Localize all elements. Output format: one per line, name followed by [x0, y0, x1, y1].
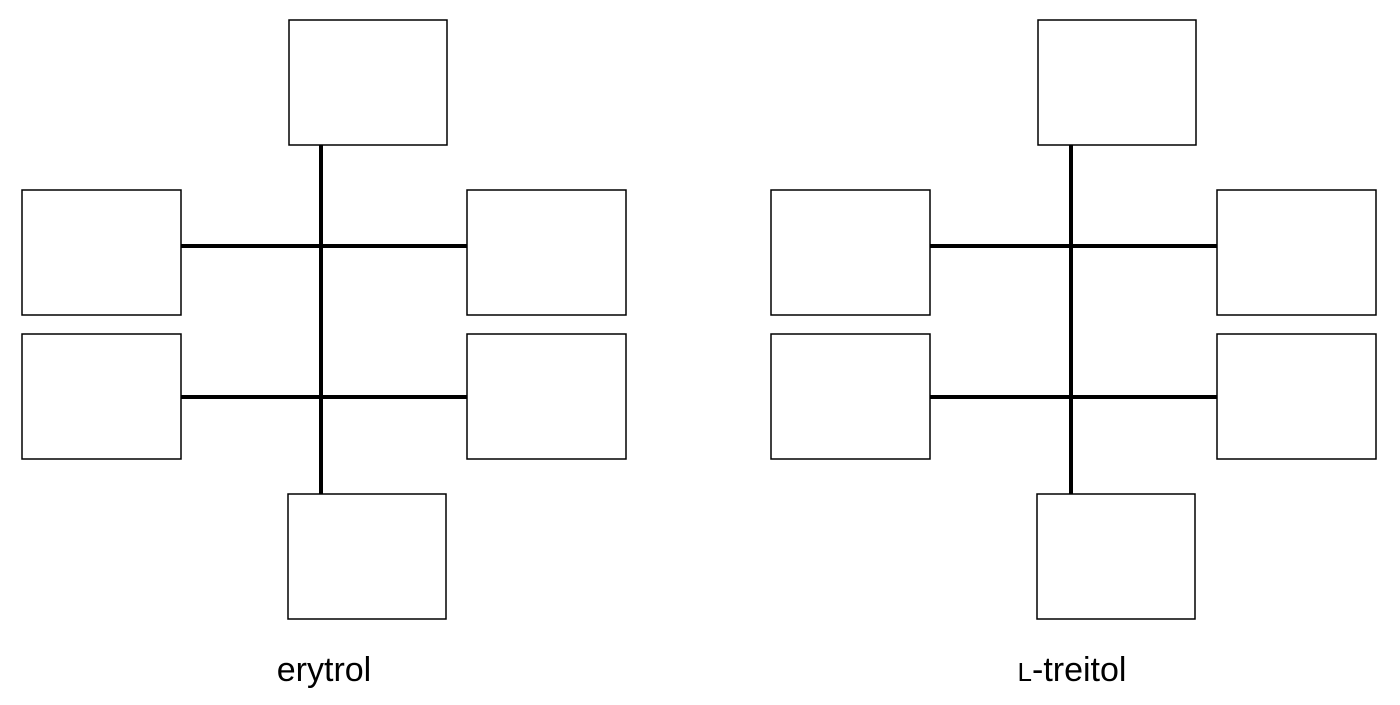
treitol-fischer-projection: [770, 19, 1377, 620]
lower-right-substituent-box[interactable]: [1216, 333, 1377, 460]
top-substituent-box[interactable]: [288, 19, 448, 146]
bottom-substituent-box[interactable]: [287, 493, 447, 620]
treitol-label-rest: -treitol: [1032, 651, 1127, 689]
upper-left-substituent-box[interactable]: [770, 189, 931, 316]
upper-left-substituent-box[interactable]: [21, 189, 182, 316]
upper-right-substituent-box[interactable]: [466, 189, 627, 316]
treitol-label-prefix: L: [1017, 657, 1032, 687]
erytrol-label: erytrol: [276, 651, 372, 689]
bottom-substituent-box[interactable]: [1036, 493, 1196, 620]
lower-right-substituent-box[interactable]: [466, 333, 627, 460]
upper-right-substituent-box[interactable]: [1216, 189, 1377, 316]
top-substituent-box[interactable]: [1037, 19, 1197, 146]
treitol-label: L-treitol: [922, 650, 1222, 692]
lower-left-substituent-box[interactable]: [21, 333, 182, 460]
lower-left-substituent-box[interactable]: [770, 333, 931, 460]
erytrol-fischer-projection: [21, 19, 627, 620]
